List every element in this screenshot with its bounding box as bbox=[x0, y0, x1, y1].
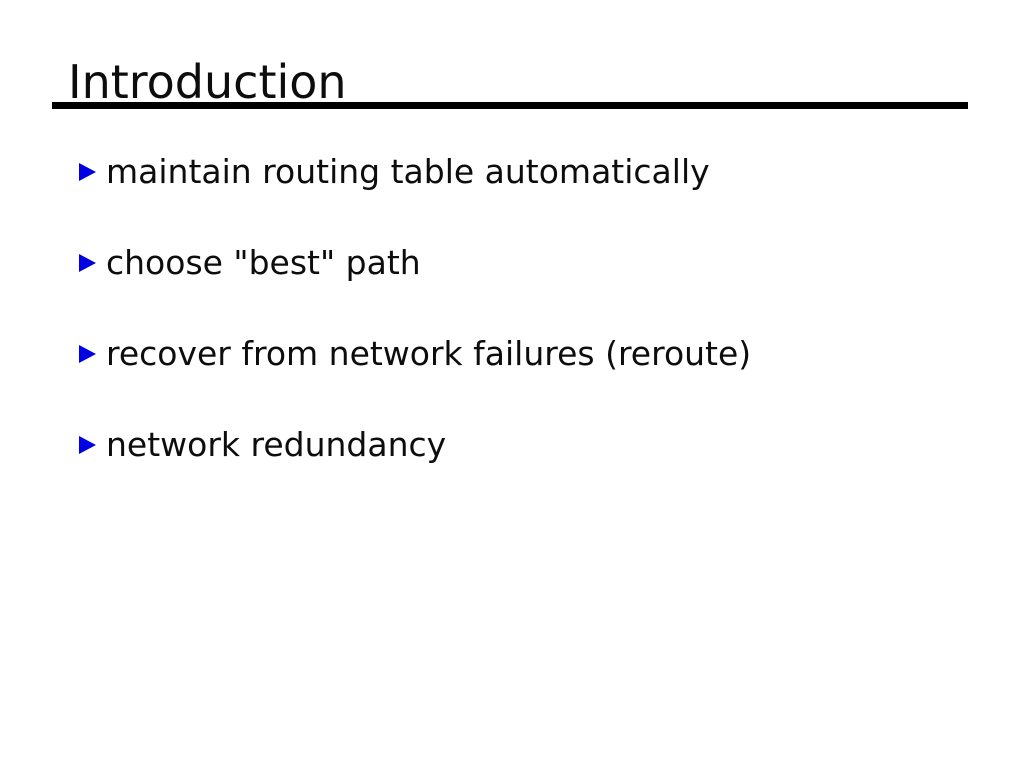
bullet-text: network redundancy bbox=[106, 424, 447, 464]
list-item: maintain routing table automatically bbox=[79, 151, 710, 193]
triangle-bullet-icon bbox=[79, 345, 96, 363]
list-item: choose "best" path bbox=[79, 242, 421, 284]
triangle-bullet-icon bbox=[79, 254, 96, 272]
bullet-text: recover from network failures (reroute) bbox=[106, 333, 752, 373]
list-item: recover from network failures (reroute) bbox=[79, 333, 751, 375]
page-title: Introduction bbox=[68, 55, 347, 109]
title-underline-rule bbox=[52, 102, 968, 109]
bullet-text: maintain routing table automatically bbox=[106, 151, 710, 191]
triangle-bullet-icon bbox=[79, 436, 96, 454]
list-item: network redundancy bbox=[79, 424, 446, 466]
triangle-bullet-icon bbox=[79, 163, 96, 181]
bullet-text: choose "best" path bbox=[106, 242, 421, 282]
